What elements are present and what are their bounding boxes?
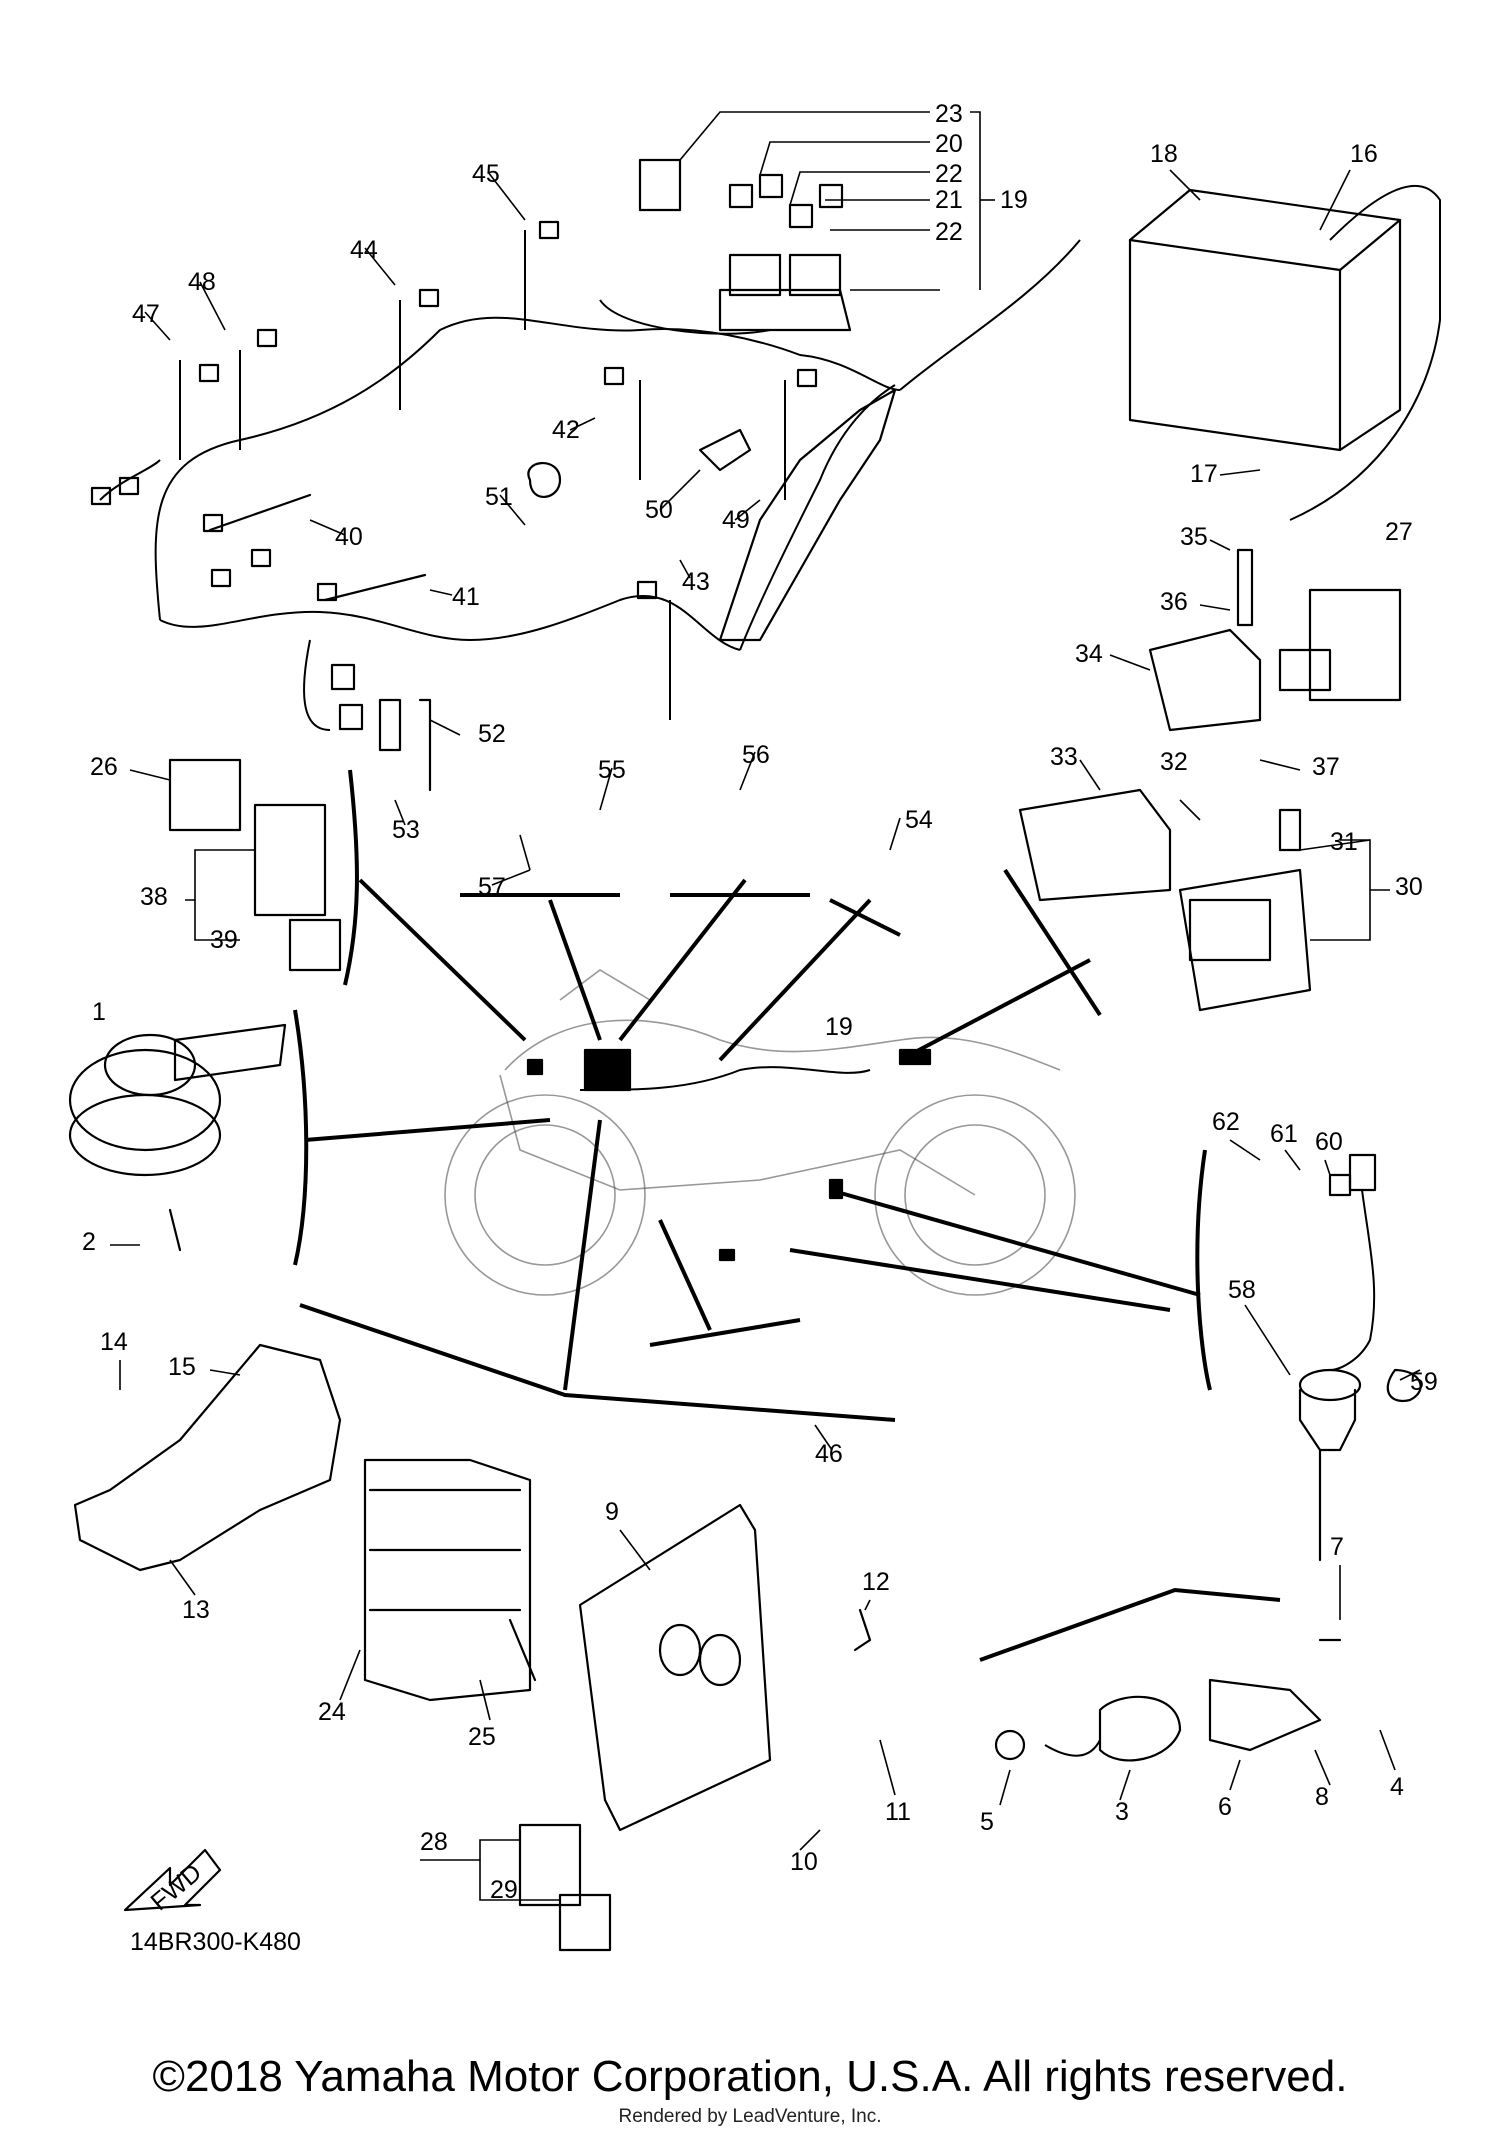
callout-53: 53 (392, 816, 420, 844)
callout-2: 2 (82, 1228, 96, 1256)
callout-56: 56 (742, 741, 770, 769)
callout-3: 3 (1115, 1798, 1129, 1826)
callout-48: 48 (188, 268, 216, 296)
callout-11: 11 (885, 1798, 911, 1826)
wire-harness (90, 220, 1081, 792)
callout-38: 38 (140, 883, 168, 911)
callout-8: 8 (1315, 1783, 1329, 1811)
callout-22b: 22 (935, 218, 963, 246)
callout-57: 57 (478, 873, 506, 901)
callout-19: 19 (1000, 186, 1028, 214)
callout-26: 26 (90, 753, 118, 781)
render-credit: Rendered by LeadVenture, Inc. (618, 2106, 882, 2127)
fwd-arrow: FWD (123, 1848, 222, 1916)
callout-52: 52 (478, 720, 506, 748)
callout-7: 7 (1330, 1533, 1344, 1561)
callout-9: 9 (605, 1498, 619, 1526)
callout-13: 13 (182, 1596, 210, 1624)
ecu-bracket (518, 1503, 872, 1952)
callout-23: 23 (935, 100, 963, 128)
callout-15: 15 (168, 1353, 196, 1381)
callout-17: 17 (1190, 460, 1218, 488)
callout-24: 24 (318, 1698, 346, 1726)
callout-leaders (110, 111, 1421, 1901)
callout-10: 10 (790, 1848, 818, 1876)
leader-lines (299, 868, 1281, 1662)
callout-27: 27 (1385, 518, 1413, 546)
callout-4: 4 (1390, 1773, 1404, 1801)
callout-20: 20 (935, 130, 963, 158)
callout-42: 42 (552, 416, 580, 444)
callout-62: 62 (1212, 1108, 1240, 1136)
callout-28: 28 (420, 1828, 448, 1856)
callout-1: 1 (92, 998, 106, 1026)
callout-labels: 1 2 3 4 5 6 7 8 9 10 11 12 13 14 15 16 1… (82, 100, 1438, 1904)
callout-37: 37 (1312, 753, 1340, 781)
battery (1128, 184, 1441, 732)
callout-58: 58 (1228, 1276, 1256, 1304)
callout-6: 6 (1218, 1793, 1232, 1821)
callout-54: 54 (905, 806, 933, 834)
callout-60: 60 (1315, 1128, 1343, 1156)
horn (68, 1009, 309, 1266)
callout-61: 61 (1270, 1120, 1298, 1148)
callout-34: 34 (1075, 640, 1103, 668)
callout-40: 40 (335, 523, 363, 551)
callout-35: 35 (1180, 523, 1208, 551)
callout-36: 36 (1160, 588, 1188, 616)
neutral-switch (1298, 1153, 1422, 1562)
callout-21: 21 (935, 186, 963, 214)
sidestand-switch (994, 1638, 1342, 1762)
callout-18: 18 (1150, 140, 1178, 168)
regulator-rectifier (73, 1343, 537, 1702)
callout-41: 41 (452, 583, 480, 611)
callout-19b: 19 (825, 1013, 853, 1041)
callout-32: 32 (1160, 748, 1188, 776)
callout-16: 16 (1350, 140, 1378, 168)
callout-30: 30 (1395, 873, 1423, 901)
copyright-notice: ©2018 Yamaha Motor Corporation, U.S.A. A… (152, 2052, 1348, 2101)
callout-25: 25 (468, 1723, 496, 1751)
callout-45: 45 (472, 160, 500, 188)
callout-33: 33 (1050, 743, 1078, 771)
relays (168, 758, 359, 986)
starter-relay (1018, 788, 1312, 1012)
callout-50: 50 (645, 496, 673, 524)
callout-51: 51 (485, 483, 513, 511)
callout-12: 12 (862, 1568, 890, 1596)
callout-5: 5 (980, 1808, 994, 1836)
diagram-code: 14BR300-K480 (130, 1928, 301, 1956)
fuse-box (638, 158, 852, 332)
callout-14: 14 (100, 1328, 128, 1356)
callout-22: 22 (935, 160, 963, 188)
